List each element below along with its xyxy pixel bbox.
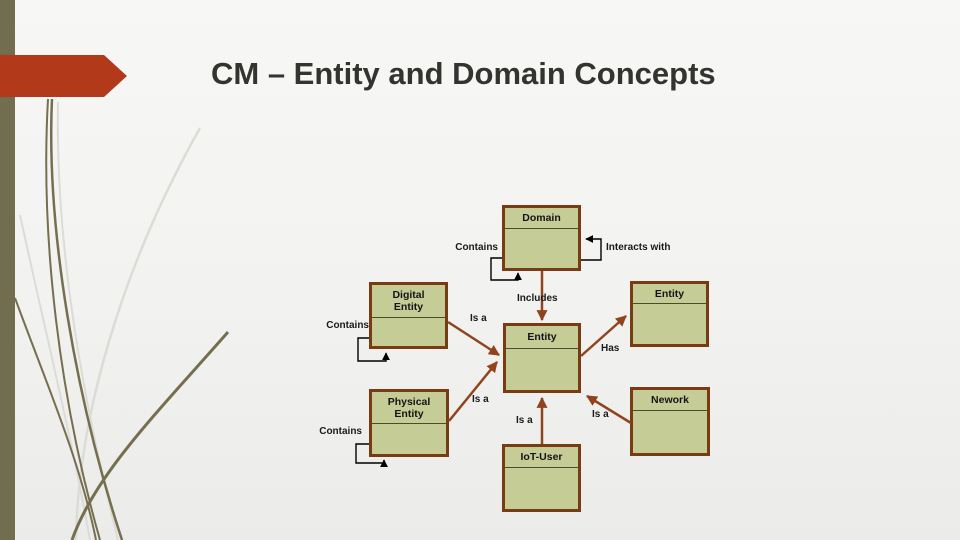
uml-box-domain: Domain <box>502 205 581 271</box>
relationship-label-contains-digital: Contains <box>326 320 369 331</box>
uml-box-entity-center: Entity <box>503 323 581 393</box>
relationship-label-is-a-iot-user: Is a <box>516 415 533 426</box>
relationship-label-includes: Includes <box>517 293 558 304</box>
uml-box-physical-entity-body <box>372 424 446 454</box>
uml-box-entity-center-body <box>506 349 578 390</box>
uml-box-iot-user-body <box>505 468 578 509</box>
uml-box-physical-entity-title: Physical Entity <box>372 392 446 424</box>
uml-box-entity-center-title: Entity <box>506 326 578 349</box>
accent-sidebar <box>0 0 15 540</box>
uml-box-physical-entity: Physical Entity <box>369 389 449 457</box>
relationship-label-contains-domain: Contains <box>455 242 498 253</box>
uml-box-nework: Nework <box>630 387 710 456</box>
uml-box-digital-entity-title: Digital Entity <box>372 285 445 318</box>
uml-box-iot-user: IoT-User <box>502 444 581 512</box>
uml-box-digital-entity: Digital Entity <box>369 282 448 349</box>
uml-box-entity-top-right-title: Entity <box>633 284 706 304</box>
uml-box-domain-title: Domain <box>505 208 578 229</box>
relationship-label-has: Has <box>601 343 620 354</box>
uml-box-nework-body <box>633 411 707 453</box>
relationship-label-is-a-nework: Is a <box>592 409 609 420</box>
page-title: CM – Entity and Domain Concepts <box>211 56 716 91</box>
uml-box-entity-top-right-body <box>633 304 706 344</box>
relationship-label-contains-physical: Contains <box>319 426 362 437</box>
uml-box-nework-title: Nework <box>633 390 707 411</box>
uml-box-entity-top-right: Entity <box>630 281 709 347</box>
uml-box-iot-user-title: IoT-User <box>505 447 578 468</box>
relationship-label-interacts-with: Interacts with <box>606 242 671 253</box>
relationship-label-is-a-physical: Is a <box>472 394 489 405</box>
relationship-label-is-a-digital: Is a <box>470 313 487 324</box>
uml-box-digital-entity-body <box>372 318 445 346</box>
uml-box-domain-body <box>505 229 578 268</box>
